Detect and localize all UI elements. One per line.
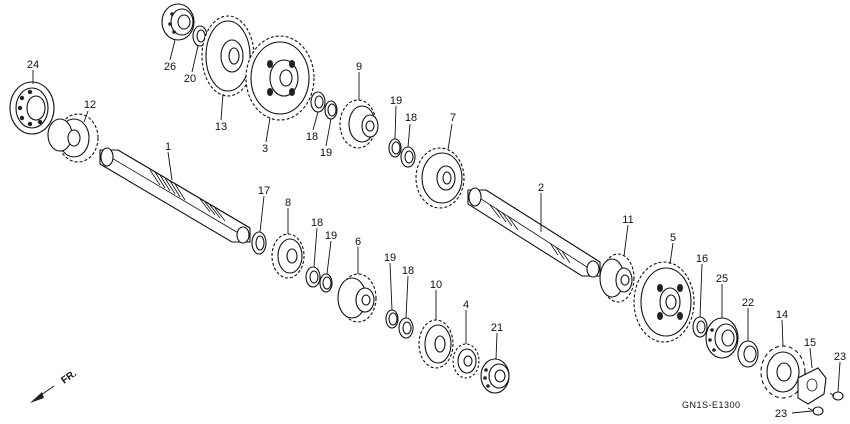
gear-8 [271,233,305,279]
washer-18-lower-right [398,317,414,339]
bearing-21 [480,358,510,394]
gear-3 [245,35,315,121]
gear-7 [415,147,465,209]
callout-23-right: 23 [834,351,846,363]
callout-4: 4 [463,299,469,311]
callout-6: 6 [355,236,361,248]
gear-5 [633,261,695,343]
callout-22: 22 [742,297,754,309]
circlip-19-lower-left [319,273,333,293]
gear-6 [337,273,377,323]
callout-8: 8 [285,197,291,209]
washer-16 [692,316,708,338]
circlip-19-lower-right [385,309,399,329]
callout-11: 11 [622,214,633,226]
callout-25: 25 [716,273,728,285]
callout-18-lower-right: 18 [402,265,414,277]
washer-20 [192,25,208,47]
callout-19-upper-right: 19 [390,95,402,107]
callout-1: 1 [165,141,171,153]
washer-18-lower-left [305,266,321,288]
callout-14: 14 [776,309,788,321]
gear-11 [599,253,635,303]
drive-sprocket-14 [760,345,806,399]
callout-19-lower-right: 19 [384,252,396,264]
callout-23-bottom: 23 [775,408,787,420]
gear-13 [201,15,255,97]
callout-15: 15 [804,337,816,349]
bearing-25 [705,317,739,359]
front-direction-label: FR. [59,368,79,386]
callout-16: 16 [696,253,708,265]
circlip-19-upper-left [324,100,338,120]
callout-7: 7 [450,112,456,124]
callout-17: 17 [258,185,270,197]
gear-4 [452,343,480,379]
callout-12: 12 [84,99,96,111]
bearing-26 [161,3,195,41]
oil-seal-22 [737,340,759,368]
gear-9 [339,99,379,149]
callout-24: 24 [27,59,39,71]
callout-3: 3 [262,143,268,155]
callout-18-upper-left: 18 [306,131,318,143]
washer-18-upper-left [310,91,326,113]
callout-10: 10 [430,279,442,291]
counter-shaft [467,187,601,278]
callout-26: 26 [164,61,176,73]
front-direction-arrow-icon [30,385,55,403]
diagram-code: GN1S-E1300 [682,400,741,410]
callout-5: 5 [670,232,676,244]
callout-13: 13 [215,121,227,133]
bolt-23-bottom [807,406,824,416]
callout-21: 21 [491,322,503,334]
fixing-plate-15 [797,367,827,405]
callout-2: 2 [538,182,544,194]
bolt-23-right [829,391,844,401]
main-shaft [99,147,251,244]
callout-labels: 24 12 26 20 13 3 9 18 19 19 18 7 1 17 8 … [27,59,846,420]
gear-12 [47,113,99,163]
gear-10 [418,319,454,369]
leader-lines [32,39,841,414]
callout-19-lower-left: 19 [325,230,337,242]
callout-18-lower-left: 18 [311,217,323,229]
callout-20: 20 [184,73,196,85]
circlip-19-upper-right [388,138,402,158]
washer-18-upper-right [400,146,416,168]
callout-9: 9 [356,61,362,73]
callout-18-upper-right: 18 [405,112,417,124]
callout-19-upper-left: 19 [320,147,332,159]
washer-17 [251,231,267,255]
bearing-24 [9,81,55,135]
